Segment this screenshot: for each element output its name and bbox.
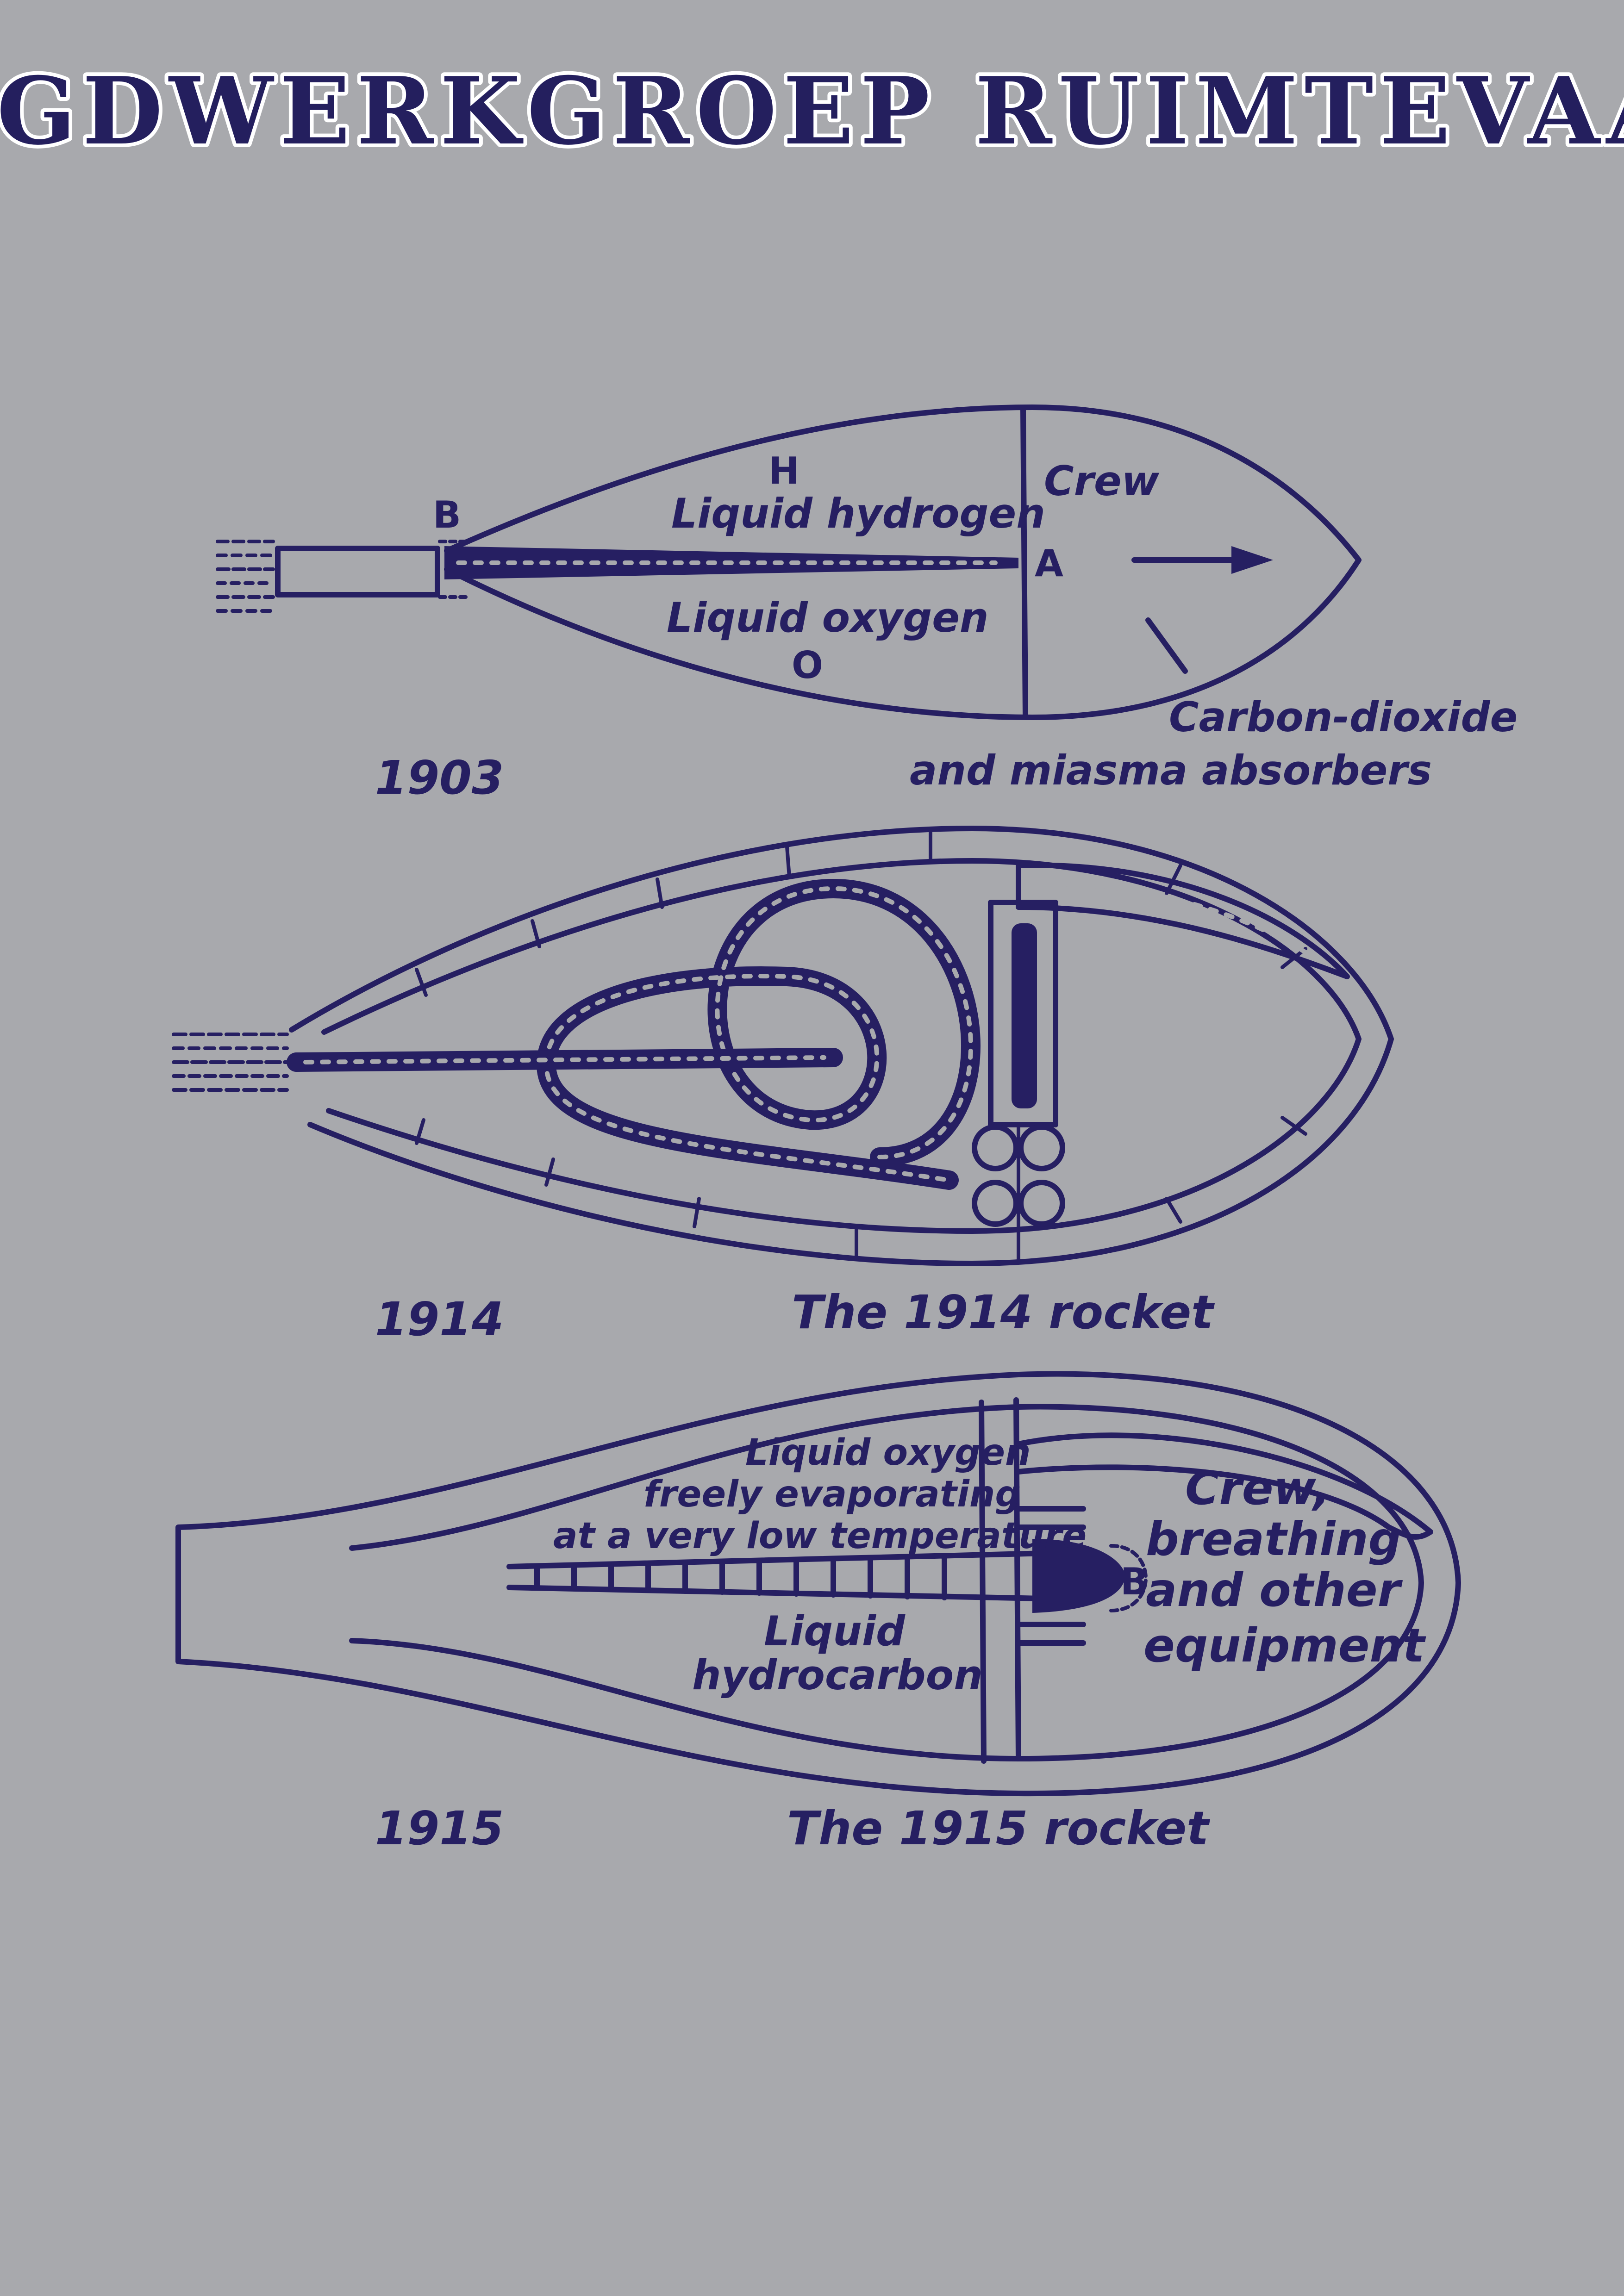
rocket-1914-caption: The 1914 rocket (792, 1285, 1215, 1339)
rocket-1915-hydrocarbon-label-1: Liquid (764, 1607, 906, 1655)
rocket-1915-point-b: B (1120, 1560, 1149, 1603)
rocket-1915-year: 1915 (375, 1801, 504, 1855)
rocket-1903-point-b: B (433, 493, 461, 536)
rocket-1914-diagram: 1914 The 1914 rocket (174, 828, 1391, 1346)
rocket-1915-hydrocarbon-label-2: hydrocarbon (692, 1651, 983, 1699)
rocket-1903-point-o: O (792, 644, 823, 687)
rocket-1915-crew-label-4: equipment (1143, 1618, 1426, 1673)
rocket-1903-liquid-hydrogen-label: Liquid hydrogen (671, 490, 1045, 537)
rocket-1914-year: 1914 (375, 1292, 504, 1346)
rocket-1915-crew-label-2: breathing (1146, 1512, 1401, 1566)
rocket-1915-oxygen-label-3: at a very low temperature (553, 1515, 1087, 1557)
rocket-1914-crew-figure (1012, 923, 1037, 1108)
rocket-1914-coil-texture (546, 889, 971, 1180)
rocket-1903-exhaust-box (278, 548, 437, 595)
rocket-1915-oxygen-label-2: freely evaporating (643, 1474, 1021, 1515)
rocket-1915-caption: The 1915 rocket (787, 1801, 1210, 1855)
page-title: JEUGDWERKGROEP RUIMTEVAART (0, 57, 1624, 166)
rocket-1903-absorber-pointer (1148, 620, 1185, 671)
rocket-1903-bulkhead (1023, 410, 1025, 716)
rocket-1914-inner-hull (324, 861, 1359, 1231)
rocket-1915-oxygen-label-1: Liquid oxygen (745, 1432, 1031, 1474)
rocket-1914-exhaust-hatching (174, 1034, 287, 1090)
rocket-1903-diagram: H B A O Liquid hydrogen Liquid oxygen Cr… (218, 407, 1518, 805)
rocket-1903-arrow-head (1231, 546, 1273, 574)
rocket-1914-coil-large (546, 889, 971, 1180)
rocket-1903-point-h: H (768, 449, 800, 492)
rocket-1915-crew-label-3: and other (1146, 1563, 1403, 1617)
rocket-1915-diagram: B Liquid oxygen freely evaporating at a … (178, 1374, 1458, 1855)
rocket-1914-pump (974, 1125, 1062, 1226)
rocket-1903-exhaust-hatching (218, 541, 468, 611)
rocket-1903-point-a: A (1035, 542, 1063, 585)
rocket-1903-absorbers-label-1: Carbon-dioxide (1169, 693, 1518, 741)
rocket-1903-year: 1903 (375, 751, 504, 805)
rocket-1903-absorbers-label-2: and miasma absorbers (910, 747, 1432, 794)
rocket-1903-crew-label: Crew (1044, 457, 1160, 505)
rocket-1903-liquid-oxygen-label: Liquid oxygen (667, 594, 989, 641)
rocket-1915-crew-label-1: Crew, (1185, 1461, 1331, 1515)
